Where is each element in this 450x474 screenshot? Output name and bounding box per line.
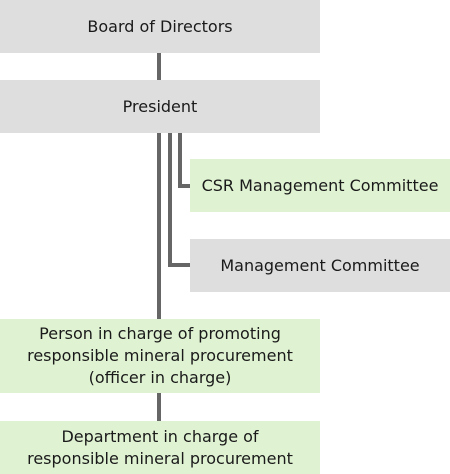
connector-president-trunk — [157, 133, 161, 320]
csr-management-committee-box: CSR Management Committee — [190, 159, 450, 212]
board-of-directors-label: Board of Directors — [87, 16, 233, 36]
person-in-charge-box: Person in charge of promoting responsibl… — [0, 319, 320, 393]
person-in-charge-line1: Person in charge of promoting — [39, 324, 281, 343]
connector-president-management-vertical — [168, 133, 172, 267]
connector-president-csr-vertical — [178, 133, 182, 188]
president-box: President — [0, 80, 320, 133]
department-line2: responsible mineral procurement — [27, 448, 293, 468]
csr-management-committee-label: CSR Management Committee — [201, 175, 439, 195]
management-committee-label: Management Committee — [220, 255, 420, 275]
department-box: Department in charge of responsible mine… — [0, 421, 320, 474]
connector-president-csr-horizontal — [178, 184, 190, 188]
president-label: President — [122, 96, 198, 116]
person-in-charge-line3: (officer in charge) — [88, 368, 232, 387]
person-in-charge-line2: responsible mineral procurement — [27, 346, 293, 365]
department-line1: Department in charge of — [61, 426, 259, 446]
connector-board-president — [157, 53, 161, 80]
management-committee-box: Management Committee — [190, 239, 450, 292]
board-of-directors-box: Board of Directors — [0, 0, 320, 53]
connector-person-department — [157, 393, 161, 421]
connector-president-management-horizontal — [168, 263, 190, 267]
